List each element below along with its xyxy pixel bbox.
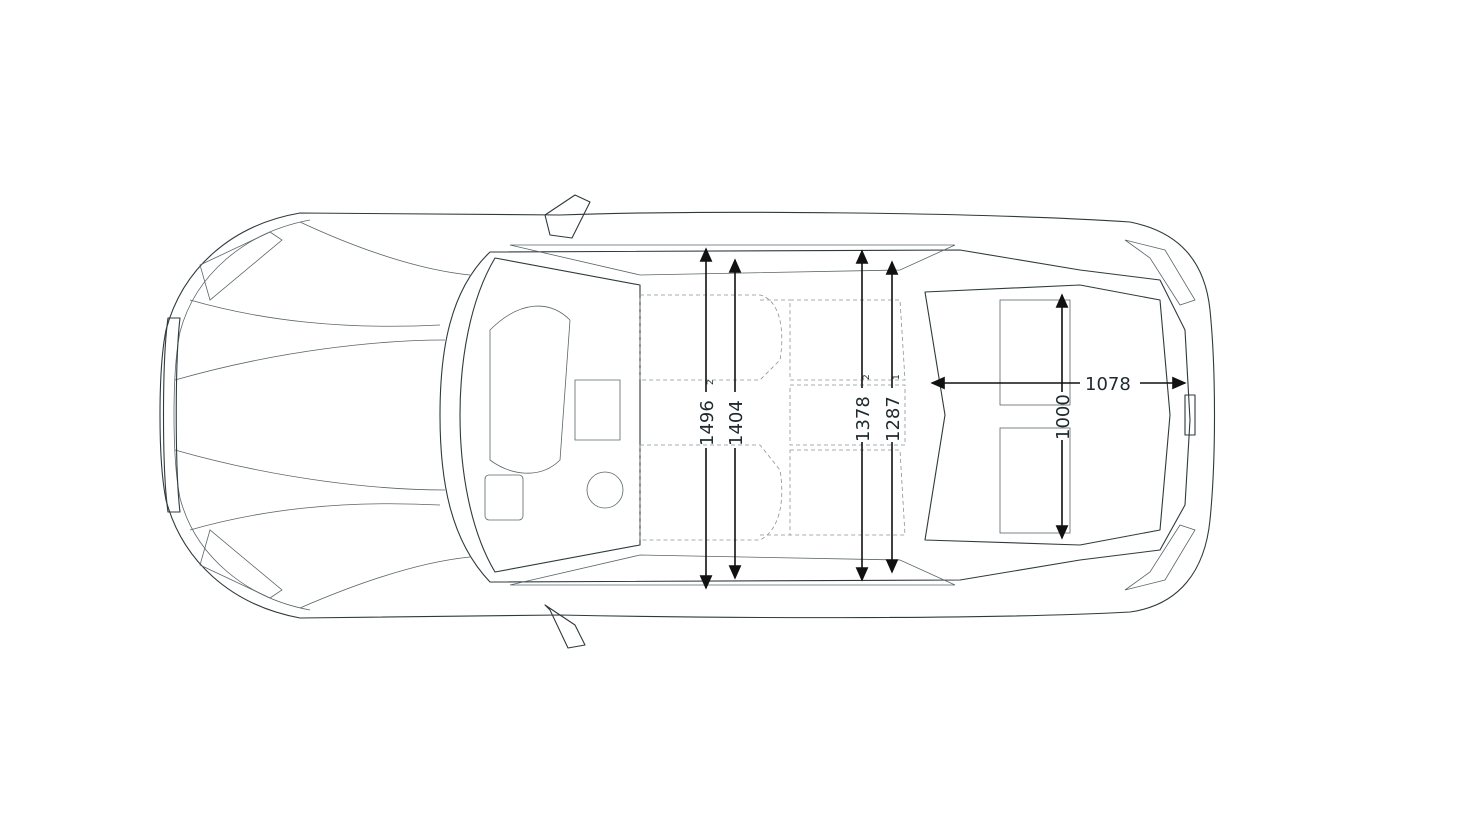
side-mirrors: [544, 194, 591, 649]
dimension-label-1378: 1378: [853, 396, 874, 442]
dimension-note-1378: 2: [862, 374, 872, 380]
dimension-label-1404: 1404: [726, 400, 747, 446]
dimension-label-1000: 1000: [1053, 394, 1074, 440]
seats: [639, 294, 906, 541]
dimension-note-1496: 2: [706, 379, 716, 385]
dimension-note-1287: 1: [892, 374, 902, 380]
dimension-label-1078: 1078: [1085, 374, 1131, 395]
dimension-labels: 1496 2 1404 1378 2 1287 1 1000 1078: [697, 374, 1131, 446]
dimension-label-1496: 1496: [697, 400, 718, 446]
car-body: [159, 211, 1216, 619]
dimension-lines: [699, 247, 1187, 590]
cabin-outline: [439, 244, 1191, 586]
dimension-label-1287: 1287: [883, 396, 904, 442]
